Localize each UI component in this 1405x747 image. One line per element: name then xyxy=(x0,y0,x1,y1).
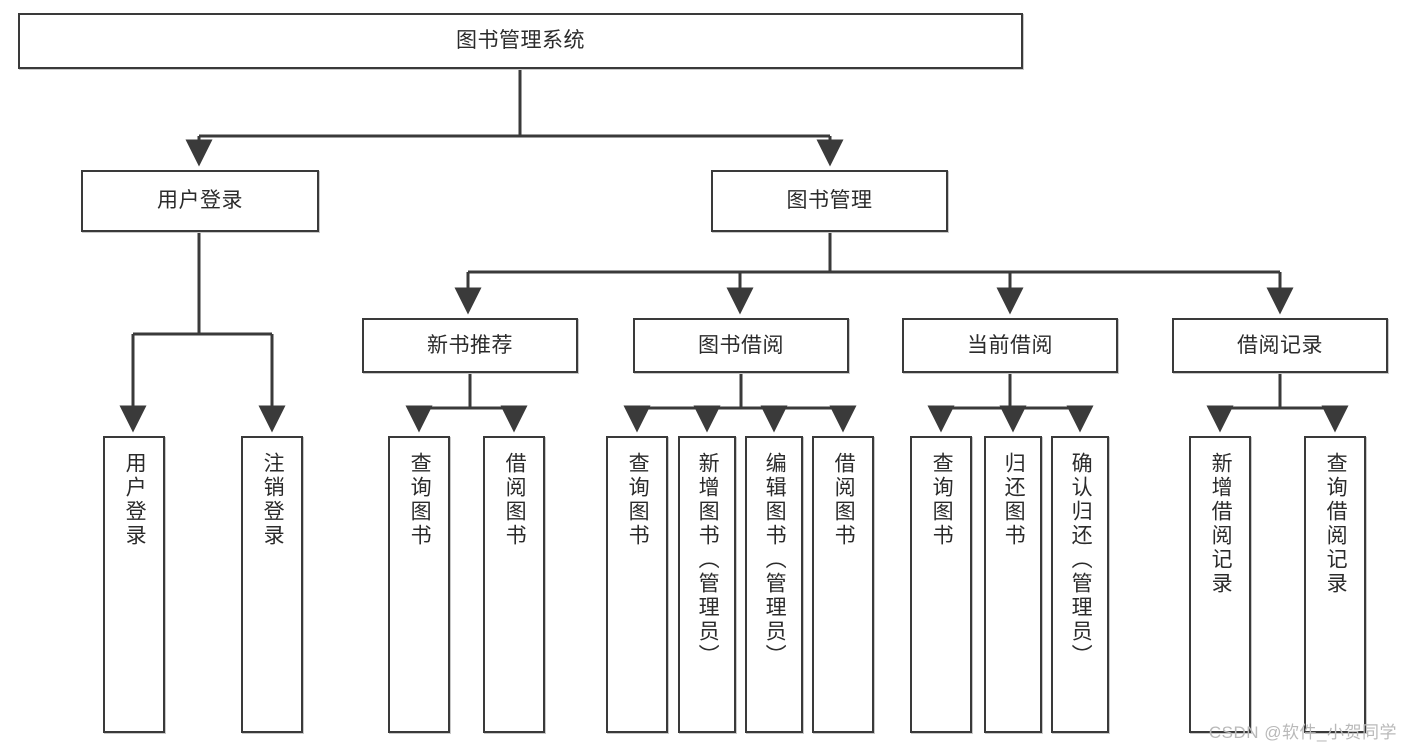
node-book-management[interactable]: 图书管理 xyxy=(711,170,948,232)
leaf-add-borrow-record-label: 新增借阅记录 xyxy=(1209,452,1233,596)
leaf-logout[interactable]: 注销登录 xyxy=(241,436,303,733)
leaf-logout-label: 注销登录 xyxy=(261,452,285,548)
leaf-query-book-new-label: 查询图书 xyxy=(408,452,432,548)
leaf-query-book-current[interactable]: 查询图书 xyxy=(910,436,972,733)
leaf-user-login-label: 用户登录 xyxy=(123,452,147,548)
leaf-add-borrow-record[interactable]: 新增借阅记录 xyxy=(1189,436,1251,733)
leaf-query-book-new[interactable]: 查询图书 xyxy=(388,436,450,733)
node-user-login-label: 用户登录 xyxy=(157,189,243,213)
leaf-user-login[interactable]: 用户登录 xyxy=(103,436,165,733)
leaf-query-book-current-label: 查询图书 xyxy=(930,452,954,548)
leaf-query-book-borrow[interactable]: 查询图书 xyxy=(606,436,668,733)
leaf-confirm-return-admin[interactable]: 确认归还（管理员） xyxy=(1051,436,1109,733)
node-borrow-record[interactable]: 借阅记录 xyxy=(1172,318,1388,373)
node-borrow-record-label: 借阅记录 xyxy=(1237,333,1323,357)
leaf-return-book-label: 归还图书 xyxy=(1002,452,1026,548)
node-current-borrow-label: 当前借阅 xyxy=(967,333,1053,357)
leaf-edit-book-admin-label: 编辑图书（管理员） xyxy=(763,452,787,668)
leaf-borrow-book-label: 借阅图书 xyxy=(832,452,856,548)
node-current-borrow[interactable]: 当前借阅 xyxy=(902,318,1118,373)
leaf-borrow-book[interactable]: 借阅图书 xyxy=(812,436,874,733)
leaf-edit-book-admin[interactable]: 编辑图书（管理员） xyxy=(745,436,803,733)
node-user-login[interactable]: 用户登录 xyxy=(81,170,319,232)
node-book-borrow[interactable]: 图书借阅 xyxy=(633,318,849,373)
node-new-book-recommend[interactable]: 新书推荐 xyxy=(362,318,578,373)
node-root-label: 图书管理系统 xyxy=(456,29,585,53)
node-book-borrow-label: 图书借阅 xyxy=(698,333,784,357)
leaf-query-book-borrow-label: 查询图书 xyxy=(626,452,650,548)
leaf-borrow-book-new[interactable]: 借阅图书 xyxy=(483,436,545,733)
node-book-management-label: 图书管理 xyxy=(786,189,873,213)
leaf-query-borrow-record-label: 查询借阅记录 xyxy=(1324,452,1348,596)
leaf-add-book-admin[interactable]: 新增图书（管理员） xyxy=(678,436,736,733)
leaf-query-borrow-record[interactable]: 查询借阅记录 xyxy=(1304,436,1366,733)
leaf-confirm-return-admin-label: 确认归还（管理员） xyxy=(1069,452,1093,668)
node-new-book-recommend-label: 新书推荐 xyxy=(427,333,513,357)
csdn-watermark: CSDN @软件_小贺同学 xyxy=(1208,723,1397,742)
leaf-add-book-admin-label: 新增图书（管理员） xyxy=(696,452,720,668)
leaf-return-book[interactable]: 归还图书 xyxy=(984,436,1042,733)
leaf-borrow-book-new-label: 借阅图书 xyxy=(503,452,527,548)
node-root[interactable]: 图书管理系统 xyxy=(18,13,1023,69)
